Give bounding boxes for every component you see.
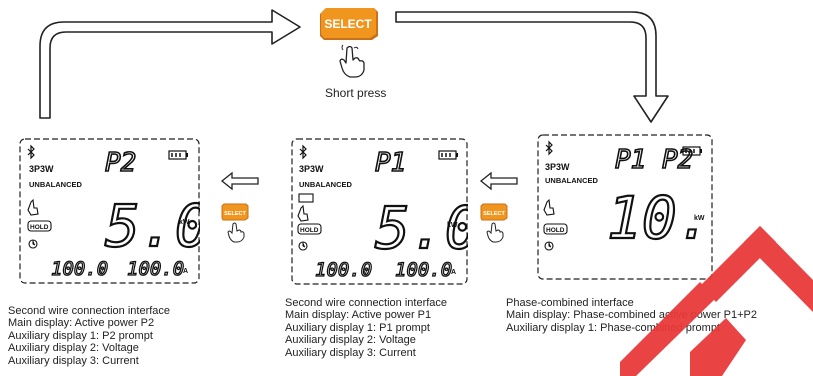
caption-line: Second wire connection interface bbox=[285, 297, 448, 309]
caption-line: Main display: Active power P1 bbox=[285, 309, 432, 322]
select-button-top[interactable]: SELECT bbox=[318, 6, 380, 42]
caption-line: Auxiliary display 2: Voltage bbox=[285, 334, 416, 347]
aux2-value: 100.0 bbox=[395, 259, 452, 281]
lcd-panel-p2: P2 3P3W UNBALANCED HOLD 5.0 kW 100.0 V 1… bbox=[19, 138, 200, 284]
state-label: UNBALANCED bbox=[29, 180, 82, 189]
main-unit: kW bbox=[447, 222, 458, 229]
battery-icon bbox=[682, 146, 702, 156]
hold-label: HOLD bbox=[30, 224, 49, 231]
caption-line: Auxiliary display 1: P1 prompt bbox=[285, 321, 430, 334]
caption-line: Auxiliary display 1: P2 prompt bbox=[8, 329, 153, 342]
arrow-left-2 bbox=[479, 171, 518, 191]
hand-icon bbox=[27, 198, 39, 216]
bluetooth-icon bbox=[545, 140, 553, 156]
arrow-from-select bbox=[395, 11, 669, 123]
caption-line: Auxiliary display 3: Current bbox=[285, 346, 416, 359]
caption-line: Auxiliary display 3: Current bbox=[8, 354, 139, 367]
caption-panel-p1: Second wire connection interface Main di… bbox=[285, 297, 447, 359]
caption-line: Second wire connection interface bbox=[8, 305, 171, 317]
select-icon-small-2[interactable]: SELECT bbox=[480, 203, 510, 243]
select-button-label: SELECT bbox=[324, 17, 372, 31]
lcd-panel-p1: P1 3P3W UNBALANCED HOLD 5.0 kW 100.0 V 1… bbox=[291, 138, 468, 285]
arrow-left-1 bbox=[220, 171, 259, 191]
mode-label: 3P3W bbox=[545, 162, 570, 172]
auto-off-icon bbox=[298, 241, 308, 251]
caption-line: Phase-combined interface bbox=[506, 297, 634, 309]
phase-prompt: P1 bbox=[375, 148, 406, 178]
hold-label: HOLD bbox=[300, 227, 319, 234]
main-unit: kW bbox=[694, 215, 705, 222]
battery-icon bbox=[168, 150, 188, 160]
caption-panel-p1p2: Phase-combined interface Main display: P… bbox=[506, 297, 757, 334]
phase-prompt: P2 bbox=[105, 148, 136, 178]
hand-press-icon bbox=[338, 44, 368, 80]
hand-icon bbox=[543, 198, 555, 216]
lcd-panel-p1p2: P1 P2 3P3W UNBALANCED HOLD 10.0 kW bbox=[537, 134, 713, 280]
aux1-value: 100.0 bbox=[51, 258, 108, 280]
main-unit: kW bbox=[179, 219, 190, 226]
aux2-unit: A bbox=[183, 268, 188, 275]
bluetooth-icon bbox=[27, 144, 35, 160]
state-label: UNBALANCED bbox=[299, 180, 352, 189]
hold-label: HOLD bbox=[546, 227, 565, 234]
battery-icon bbox=[438, 150, 458, 160]
main-value: 5.0 bbox=[105, 192, 200, 260]
caption-panel-p2: Second wire connection interface Main di… bbox=[8, 305, 170, 367]
hand-icon bbox=[297, 204, 309, 222]
bluetooth-icon bbox=[299, 144, 307, 160]
aux1-value: 100.0 bbox=[315, 259, 372, 281]
caption-line: Auxiliary display 2: Voltage bbox=[8, 342, 139, 355]
mode-label: 3P3W bbox=[29, 164, 54, 174]
auto-off-icon bbox=[28, 239, 38, 249]
svg-text:SELECT: SELECT bbox=[224, 211, 246, 217]
short-press-label: Short press bbox=[325, 86, 387, 100]
aux1-unit: V bbox=[99, 268, 104, 275]
phase-prompt: P1 P2 bbox=[615, 145, 693, 175]
state-label: UNBALANCED bbox=[545, 176, 598, 185]
blank-segment bbox=[298, 193, 314, 203]
mode-label: 3P3W bbox=[299, 164, 324, 174]
aux2-value: 100.0 bbox=[127, 258, 184, 280]
caption-line: Auxiliary display 1: Phase-combined prom… bbox=[506, 321, 720, 334]
main-value: 5.0 bbox=[375, 194, 468, 262]
svg-text:SELECT: SELECT bbox=[483, 211, 505, 217]
main-value: 10.0 bbox=[607, 184, 713, 252]
aux1-unit: V bbox=[363, 269, 368, 276]
aux2-unit: A bbox=[451, 269, 456, 276]
caption-line: Main display: Phase-combined active powe… bbox=[506, 309, 757, 322]
caption-line: Main display: Active power P2 bbox=[8, 317, 155, 330]
arrow-to-select bbox=[39, 9, 301, 119]
auto-off-icon bbox=[544, 241, 554, 251]
select-icon-small-1[interactable]: SELECT bbox=[221, 203, 251, 243]
